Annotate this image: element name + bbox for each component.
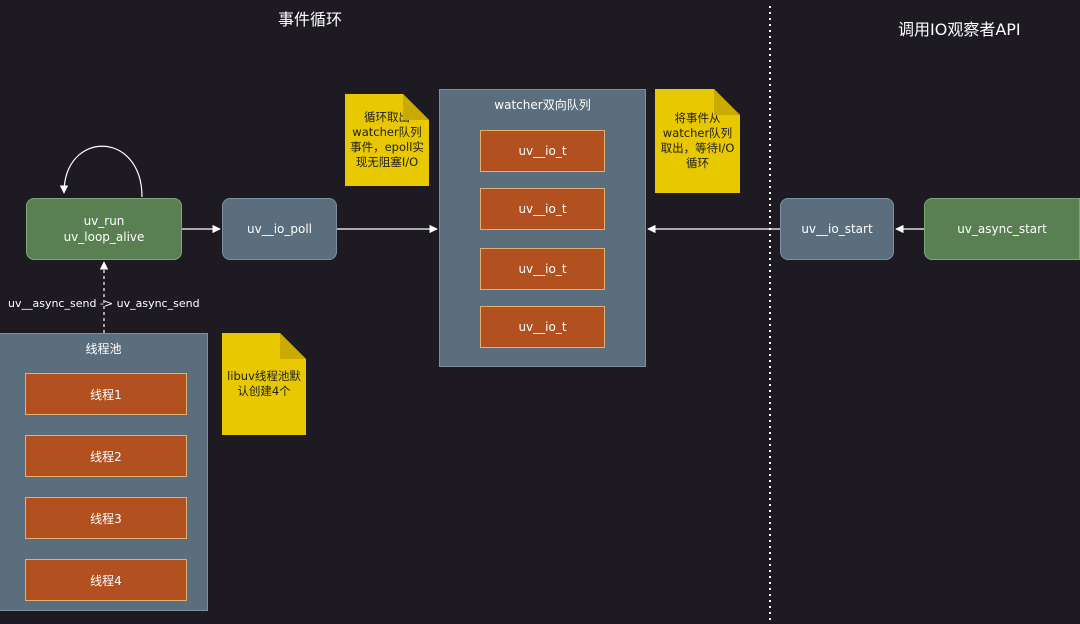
poll-note-line: watcher队列	[352, 125, 422, 139]
queue-item: uv__io_t	[480, 306, 605, 348]
start-note: 将事件从 watcher队列 取出，等待I/O 循环	[655, 89, 740, 193]
pool-note-line: 认创建4个	[237, 384, 291, 398]
thread-item: 线程1	[25, 373, 187, 415]
thread-item: 线程3	[25, 497, 187, 539]
poll-note-line: 事件，epoll实	[350, 140, 424, 154]
poll-note-line: 循环取出	[364, 110, 410, 124]
poll-note: 循环取出 watcher队列 事件，epoll实 现无阻塞I/O	[345, 94, 429, 186]
event-loop-title: 事件循环	[278, 10, 343, 29]
uv-io-poll-node: uv__io_poll	[222, 198, 337, 260]
queue-item: uv__io_t	[480, 248, 605, 290]
uv-async-start-node: uv_async_start	[924, 198, 1080, 260]
thread-item: 线程4	[25, 559, 187, 601]
poll-note-line: 现无阻塞I/O	[355, 155, 419, 169]
uv-run-node: uv_run uv_loop_alive	[26, 198, 182, 260]
start-note-line: 将事件从	[674, 111, 721, 125]
pool-note-line: libuv线程池默	[227, 369, 301, 383]
async-send-label: uv__async_send -> uv_async_send	[8, 297, 200, 310]
queue-item: uv__io_t	[480, 188, 605, 230]
uv-loop-alive-label: uv_loop_alive	[63, 230, 145, 244]
queue-item: uv__io_t	[480, 130, 605, 172]
uv-run-self-loop	[59, 145, 143, 198]
watcher-queue-title: watcher双向队列	[494, 98, 591, 112]
uv-io-start-node: uv__io_start	[780, 198, 894, 260]
thread-item: 线程2	[25, 435, 187, 477]
io-api-title: 调用IO观察者API	[898, 20, 1021, 39]
start-note-line: watcher队列	[662, 126, 733, 140]
start-note-line: 循环	[685, 156, 709, 170]
uv-run-label: uv_run	[83, 214, 125, 228]
thread-pool-title: 线程池	[85, 342, 122, 356]
start-note-line: 取出，等待I/O	[660, 141, 735, 155]
